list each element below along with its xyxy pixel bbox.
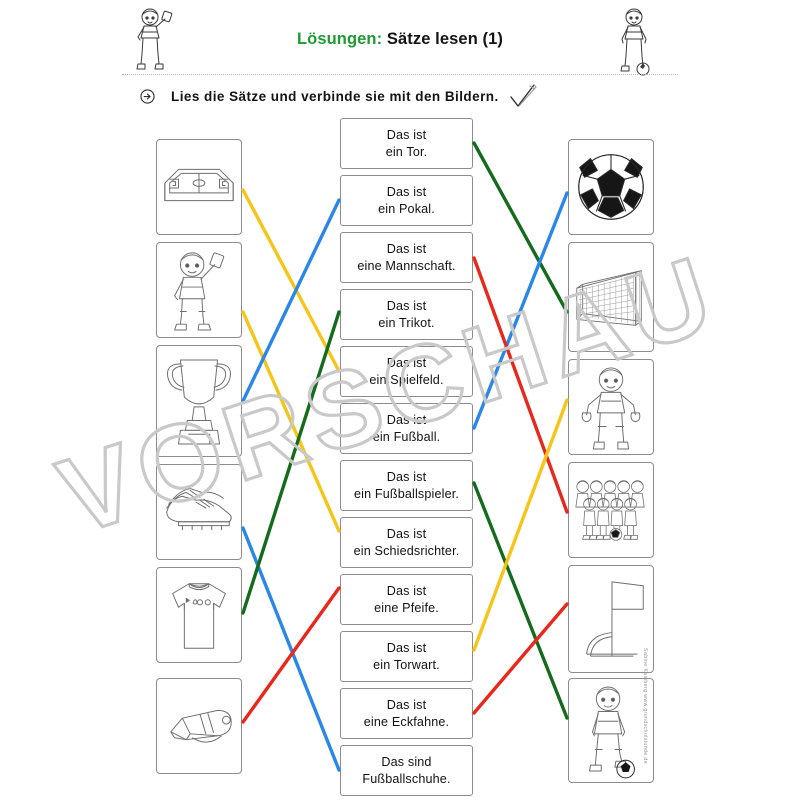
sentence-line-1: Das ist (386, 469, 427, 484)
sentence-line-1: Das ist (386, 412, 427, 427)
right-picture-team[interactable] (568, 462, 654, 558)
sentence-line-2: ein Spielfeld. (369, 372, 444, 387)
sentence-box-3[interactable]: Das ist eine Mannschaft. (340, 232, 473, 283)
sentence-box-7[interactable]: Das ist ein Fußballspieler. (340, 460, 473, 511)
sentence-box-8[interactable]: Das ist ein Schiedsrichter. (340, 517, 473, 568)
sentence-line-1: Das ist (386, 298, 427, 313)
title-main-label: Sätze lesen (1) (386, 30, 504, 48)
connection-line-eckfahne-cornerflag (472, 602, 569, 715)
sentence-line-1: Das sind (381, 754, 432, 769)
sentence-line-1: Das ist (386, 526, 427, 541)
sentence-line-2: ein Pokal. (378, 201, 435, 216)
referee-raising-card-figure (133, 6, 179, 72)
header-divider (122, 74, 678, 75)
sentence-line-1: Das ist (386, 355, 427, 370)
connection-line-referee-schiedsrichter (241, 310, 341, 533)
page-header: Lösungen: Sätze lesen (1) (0, 0, 800, 78)
left-picture-trophy[interactable] (156, 345, 242, 457)
arrow-right-circle-icon (140, 88, 155, 104)
sentence-box-12[interactable]: Das sind Fußballschuhe. (340, 745, 473, 796)
connection-line-mannschaft-team (472, 256, 569, 514)
right-picture-goal[interactable] (568, 242, 654, 352)
sentence-line-2: ein Fußball. (372, 429, 441, 444)
connection-line-shoes-fussballschuhe (241, 526, 341, 772)
right-picture-goalkeeper[interactable] (568, 359, 654, 455)
sentence-box-10[interactable]: Das ist ein Torwart. (340, 631, 473, 682)
instruction-text: Lies die Sätze und verbinde sie mit den … (171, 88, 499, 104)
sentence-line-2: ein Torwart. (373, 657, 440, 672)
sentence-box-4[interactable]: Das ist ein Trikot. (340, 289, 473, 340)
sentence-box-1[interactable]: Das ist ein Tor. (340, 118, 473, 169)
left-picture-soccer-field[interactable] (156, 139, 242, 235)
sentence-box-11[interactable]: Das ist eine Eckfahne. (340, 688, 473, 739)
sentence-line-2: eine Eckfahne. (363, 714, 450, 729)
sentence-line-2: eine Mannschaft. (357, 258, 456, 273)
pencil-check-icon (509, 84, 537, 107)
instruction-row: Lies die Sätze und verbinde sie mit den … (140, 80, 660, 112)
left-picture-referee[interactable] (156, 242, 242, 338)
sentence-line-2: ein Fußballspieler. (353, 486, 460, 501)
sentence-box-2[interactable]: Das ist ein Pokal. (340, 175, 473, 226)
sentence-line-1: Das ist (386, 127, 427, 142)
connection-line-soccer-field-spielfeld (241, 188, 341, 373)
sentence-line-1: Das ist (386, 583, 427, 598)
sentence-line-2: ein Tor. (385, 144, 428, 159)
connection-line-spieler-player (472, 481, 569, 720)
player-with-ball-figure (612, 6, 658, 76)
left-picture-jersey[interactable] (156, 567, 242, 663)
page-title: Lösungen: Sätze lesen (1) (200, 30, 600, 49)
connection-line-whistle-pfeife (241, 586, 341, 724)
sentence-line-2: eine Pfeife. (374, 600, 439, 615)
right-picture-soccer-ball[interactable] (568, 139, 654, 235)
sentence-line-1: Das ist (386, 241, 427, 256)
sentence-box-5[interactable]: Das ist ein Spielfeld. (340, 346, 473, 397)
connection-line-jersey-trikot (241, 310, 341, 615)
sentence-box-6[interactable]: Das ist ein Fußball. (340, 403, 473, 454)
title-solution-label: Lösungen: (296, 30, 383, 48)
sentence-line-1: Das ist (386, 697, 427, 712)
connection-line-torwart-goalkeeper (472, 398, 569, 652)
connection-line-fussball-ball (472, 191, 569, 430)
sentence-line-1: Das ist (386, 184, 427, 199)
connection-line-tor-goal (472, 141, 569, 314)
sentence-line-2: Fußballschuhe. (362, 771, 451, 786)
right-picture-soccer-player[interactable] (568, 678, 654, 783)
left-picture-soccer-shoes[interactable] (156, 464, 242, 560)
sentence-line-2: ein Schiedsrichter. (353, 543, 460, 558)
sentence-line-1: Das ist (386, 640, 427, 655)
credit-text: Sabine Kainberg www.grundschulstunde.de (642, 648, 648, 764)
right-picture-corner-flag[interactable] (568, 565, 654, 673)
sentence-box-9[interactable]: Das ist eine Pfeife. (340, 574, 473, 625)
sentence-line-2: ein Trikot. (378, 315, 435, 330)
connection-line-trophy-pokal (241, 198, 341, 403)
left-picture-whistle[interactable] (156, 678, 242, 774)
